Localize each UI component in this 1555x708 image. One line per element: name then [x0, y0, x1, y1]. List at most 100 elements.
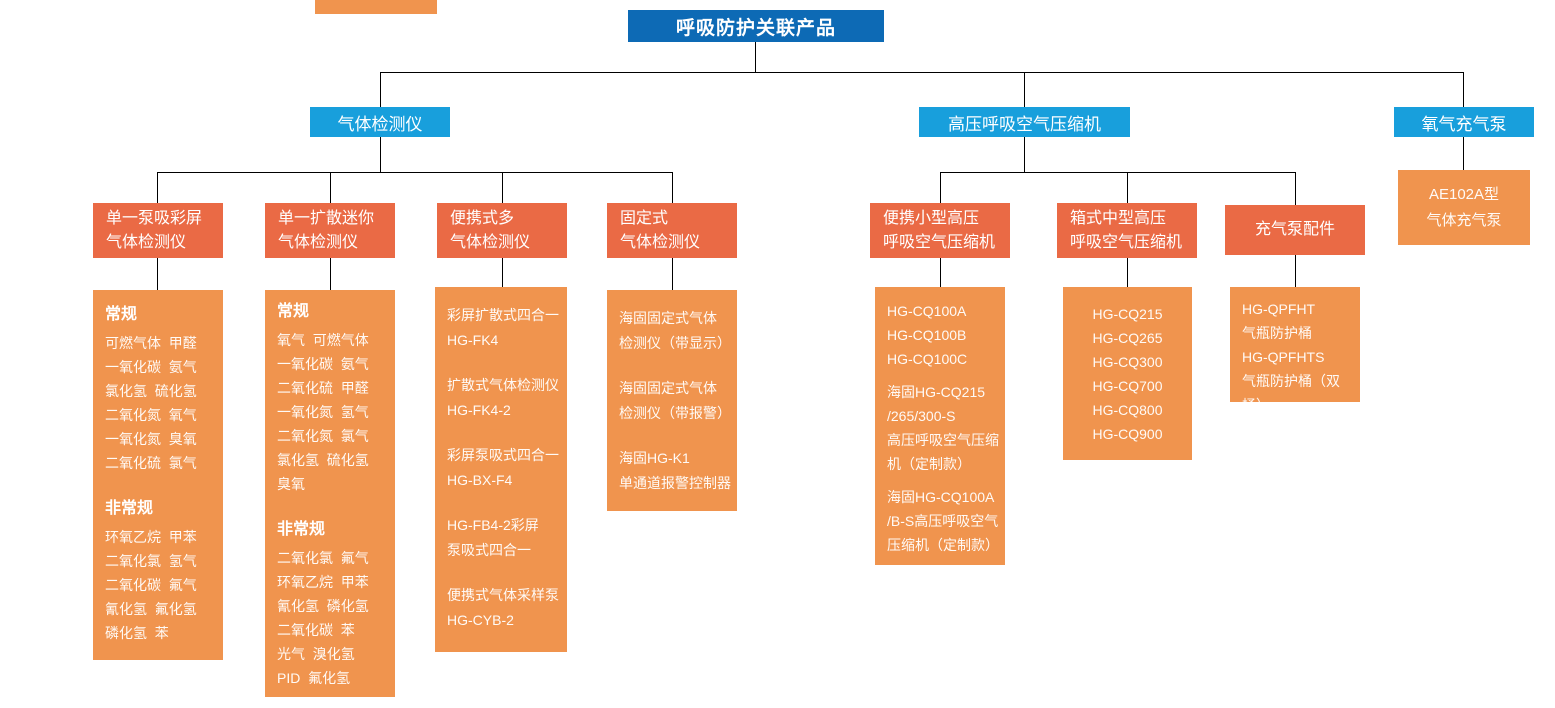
list-line: 一氧化碳 氨气 — [277, 356, 369, 372]
list-line: 海固固定式气体 — [619, 310, 717, 326]
list-line: 气瓶防护桶 — [1242, 325, 1312, 341]
connector-line — [1127, 258, 1128, 287]
list-line: HG-CQ100C — [887, 351, 968, 367]
list-line: 海固HG-CQ215 — [887, 384, 986, 400]
cropped-partial-box — [315, 0, 437, 14]
list-line: 单一泵吸彩屏 — [106, 209, 203, 227]
connector-line — [502, 258, 503, 287]
product-ae102a-gas-filling-pump: AE102A型气体充气泵 — [1398, 170, 1530, 245]
list-line: 臭氧 — [277, 476, 305, 492]
connector-line — [672, 258, 673, 290]
list-line: HG-BX-F4 — [447, 472, 513, 488]
list-line: HG-CQ900 — [1092, 426, 1163, 442]
category-pump-color-screen-detector: 单一泵吸彩屏气体检测仪 — [93, 203, 223, 258]
list-line: 海固HG-CQ100A — [887, 489, 995, 505]
root-node: 呼吸防护关联产品 — [628, 10, 884, 42]
list-line: 气体检测仪 — [450, 233, 531, 251]
category-fixed-gas-detector: 固定式气体检测仪 — [607, 203, 737, 258]
list-spacer — [447, 493, 563, 513]
list-spacer — [447, 423, 563, 443]
list-diffusion-mini-gases: 常规氧气 可燃气体一氧化碳 氨气二氧化硫 甲醛一氧化氮 氢气二氧化氮 氯气氯化氢… — [265, 290, 395, 697]
list-line: 氰化氢 磷化氢 — [277, 598, 369, 614]
connector-line — [502, 172, 503, 203]
connector-line — [157, 172, 673, 173]
list-line: HG-CQ100B — [887, 327, 967, 343]
branch-gas-detectors: 气体检测仪 — [310, 107, 450, 137]
list-line: 二氧化硫 氯气 — [105, 455, 197, 471]
list-line: 呼吸空气压缩机 — [1070, 233, 1183, 251]
list-line: HG-CQ700 — [1092, 378, 1163, 394]
list-line: HG-QPFHT — [1242, 301, 1316, 317]
connector-line — [157, 172, 158, 203]
category-pump-accessories: 充气泵配件 — [1225, 205, 1365, 255]
root-node-label: 呼吸防护关联产品 — [675, 17, 836, 39]
list-line: HG-QPFHTS — [1242, 349, 1325, 365]
list-line: 高压呼吸空气压缩 — [887, 432, 999, 448]
list-spacer — [105, 475, 219, 497]
list-line: 充气泵配件 — [1254, 221, 1335, 238]
list-line: 可燃气体 甲醛 — [105, 335, 197, 351]
list-line: 机（定制款） — [887, 456, 971, 472]
list-spacer — [277, 496, 391, 518]
list-spacer — [447, 563, 563, 583]
list-line: 环氧乙烷 甲苯 — [277, 574, 369, 590]
connector-line — [380, 72, 381, 107]
connector-line — [380, 72, 1464, 73]
list-line: 单一扩散迷你 — [278, 209, 375, 227]
list-line: 气体检测仪 — [620, 233, 701, 251]
branch-oxygen-pump: 氧气充气泵 — [1394, 107, 1534, 137]
list-line: 便携小型高压 — [883, 209, 980, 227]
list-line: 一氧化氮 臭氧 — [105, 431, 197, 447]
connector-line — [330, 258, 331, 290]
list-line: /265/300-S — [887, 408, 956, 424]
connector-line — [1024, 137, 1025, 172]
connector-line — [380, 137, 381, 172]
connector-line — [1295, 255, 1296, 287]
list-line: /B-S高压呼吸空气 — [887, 513, 999, 529]
connector-line — [330, 172, 331, 203]
list-pump-accessory-products: HG-QPFHT 气瓶防护桶 HG-QPFHTS 气瓶防护桶（双桶） — [1230, 287, 1360, 402]
list-line: 气瓶防护桶（双桶） — [1242, 373, 1340, 402]
list-line: AE102A型 — [1428, 185, 1500, 203]
category-portable-small-compressor: 便携小型高压呼吸空气压缩机 — [870, 203, 1010, 258]
branch-air-compressors-label: 高压呼吸空气压缩机 — [948, 114, 1101, 134]
category-diffusion-mini-detector: 单一扩散迷你气体检测仪 — [265, 203, 395, 258]
list-line: 单通道报警控制器 — [619, 475, 731, 491]
branch-air-compressors: 高压呼吸空气压缩机 — [919, 107, 1130, 137]
list-line: 氧气 可燃气体 — [277, 332, 369, 348]
list-line: 二氧化氮 氧气 — [105, 407, 197, 423]
list-spacer — [887, 476, 1001, 485]
list-line: 彩屏扩散式四合一 — [447, 307, 559, 323]
branch-oxygen-pump-label: 氧气充气泵 — [1421, 114, 1507, 134]
list-line: HG-FK4-2 — [447, 402, 511, 418]
list-line: HG-CQ100A — [887, 303, 967, 319]
list-line: 气体充气泵 — [1426, 211, 1502, 229]
connector-line — [1127, 172, 1128, 203]
list-line: 二氧化碳 氟气 — [105, 577, 197, 593]
connector-line — [755, 42, 756, 72]
connector-line — [940, 258, 941, 287]
list-line: HG-CQ215 — [1092, 306, 1163, 322]
group-heading: 常规 — [105, 306, 138, 323]
list-line: 二氧化氮 氯气 — [277, 428, 369, 444]
list-line: HG-FB4-2彩屏 — [447, 517, 539, 533]
list-line: 氯化氢 硫化氢 — [277, 452, 369, 468]
list-line: 便携式多 — [450, 209, 515, 227]
list-line: 二氧化氯 氢气 — [105, 553, 197, 569]
list-line: 二氧化氯 氟气 — [277, 550, 369, 566]
list-pump-color-screen-gases: 常规可燃气体 甲醛一氧化碳 氨气氯化氢 硫化氢二氧化氮 氧气一氧化氮 臭氧二氧化… — [93, 290, 223, 660]
list-line: 一氧化氮 氢气 — [277, 404, 369, 420]
list-spacer — [887, 371, 1001, 380]
connector-line — [940, 172, 941, 203]
list-line: 二氧化碳 苯 — [277, 622, 355, 638]
list-line: 氰化氢 氟化氢 — [105, 601, 197, 617]
connector-line — [1463, 137, 1464, 170]
list-line: HG-CYB-2 — [447, 612, 514, 628]
connector-line — [1295, 172, 1296, 205]
list-line: 海固HG-K1 — [619, 450, 690, 466]
list-line: 彩屏泵吸式四合一 — [447, 447, 559, 463]
list-spacer — [619, 356, 733, 376]
